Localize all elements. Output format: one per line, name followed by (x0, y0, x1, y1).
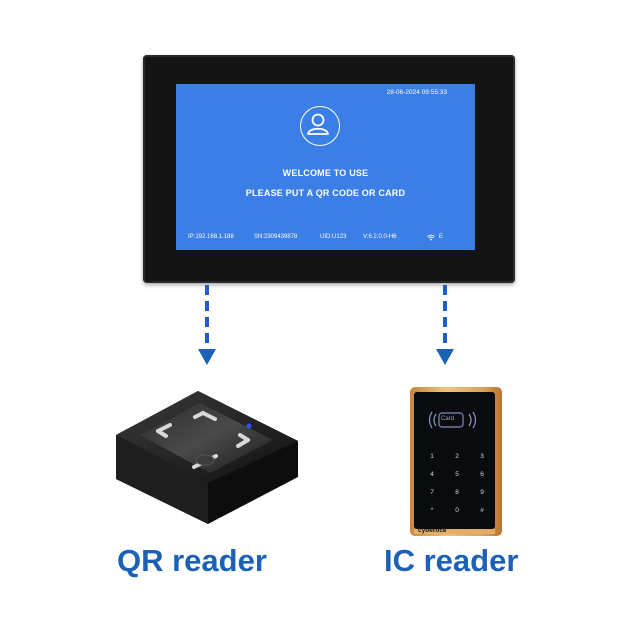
keypad-key[interactable]: * (430, 507, 434, 514)
card-tap-area (426, 409, 484, 431)
network-label: E (439, 234, 444, 240)
ic-reader-caption: IC reader (384, 543, 519, 578)
keypad-key[interactable]: 3 (480, 453, 484, 460)
keypad: 1 2 3 4 5 6 7 8 9 * 0 # (414, 445, 495, 525)
keypad-key[interactable]: 6 (480, 471, 484, 478)
keypad-key[interactable]: # (480, 507, 484, 514)
instruction-text: PLEASE PUT A QR CODE OR CARD (245, 188, 406, 198)
ic-reader-brand-plate (414, 529, 495, 534)
keypad-key[interactable]: 7 (430, 489, 434, 496)
status-bar: IP:192.168.1.188 SN:2309439878 UID:U123 … (176, 234, 475, 246)
welcome-screen: 28-06-2024 09:55:33 WELCOME TO USE PLEAS… (176, 84, 475, 250)
welcome-text: WELCOME TO USE (282, 168, 369, 178)
brand-label: cyberoce (418, 527, 447, 534)
wifi-icon (427, 234, 435, 241)
qr-reader-caption: QR reader (117, 543, 267, 578)
keypad-key[interactable]: 9 (480, 489, 484, 496)
keypad-key[interactable]: 4 (430, 471, 434, 478)
qr-reader-device (108, 383, 308, 528)
arrow-to-ic-reader (436, 285, 454, 375)
datetime-label: 28-06-2024 09:55:33 (386, 89, 447, 96)
keypad-key[interactable]: 8 (455, 489, 459, 496)
ip-address: IP:192.168.1.188 (188, 234, 234, 240)
keypad-key[interactable]: 0 (455, 507, 459, 514)
keypad-key[interactable]: 2 (455, 453, 459, 460)
card-label: Card (441, 416, 455, 422)
serial-number: SN:2309439878 (254, 234, 298, 240)
arrow-to-qr-reader (198, 285, 216, 375)
uid-label: UID:U123 (320, 234, 347, 240)
version-label: V:6.2.0.0-H6 (363, 234, 397, 240)
keypad-key[interactable]: 1 (430, 453, 434, 460)
ic-reader-panel (414, 392, 495, 529)
keypad-key[interactable]: 5 (455, 471, 459, 478)
user-avatar-icon (300, 106, 340, 146)
